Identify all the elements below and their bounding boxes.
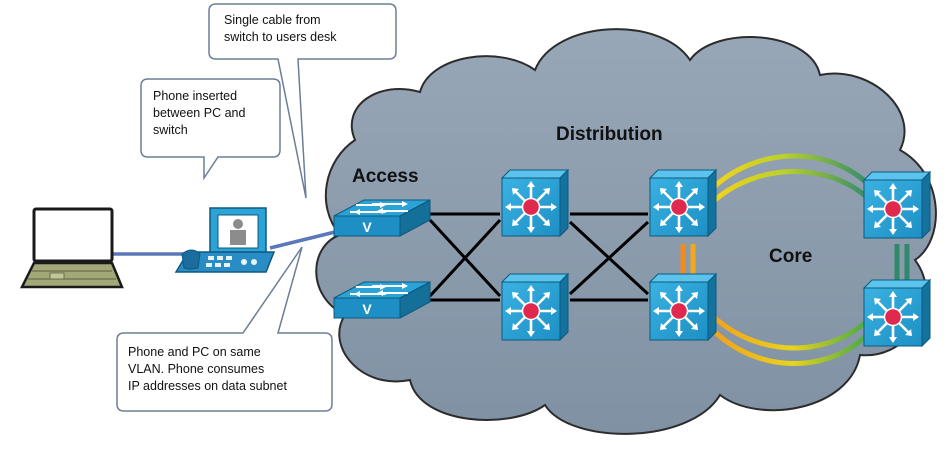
callout-vlan-line-3: IP addresses on data subnet bbox=[128, 379, 287, 393]
callout-vlan-text: Phone and PC on same VLAN. Phone consume… bbox=[128, 344, 287, 395]
multilayer-switch-icon bbox=[862, 170, 932, 240]
access-label: Access bbox=[352, 166, 419, 187]
multilayer-switch-icon bbox=[648, 168, 718, 238]
callout-vlan-line-1: Phone and PC on same bbox=[128, 345, 261, 359]
callout-phone-line-3: switch bbox=[153, 123, 188, 137]
callout-cable-text: Single cable from switch to users desk bbox=[224, 12, 337, 46]
core-label: Core bbox=[769, 246, 813, 267]
callout-cable bbox=[208, 3, 397, 199]
callout-cable-line-1: Single cable from bbox=[224, 13, 321, 27]
multilayer-switch-icon bbox=[862, 278, 932, 348]
callout-vlan bbox=[116, 246, 333, 412]
callout-vlan-line-2: VLAN. Phone consumes bbox=[128, 362, 265, 376]
callout-phone-text: Phone inserted between PC and switch bbox=[153, 88, 245, 139]
multilayer-switch-icon bbox=[500, 272, 570, 342]
ip-phone-icon bbox=[174, 207, 276, 273]
phone-switch-link bbox=[269, 230, 336, 250]
laptop-icon bbox=[19, 207, 124, 289]
distribution-label: Distribution bbox=[556, 124, 663, 145]
multilayer-switch-icon bbox=[648, 272, 718, 342]
access-distribution-links bbox=[428, 212, 650, 302]
callout-phone-line-2: between PC and bbox=[153, 106, 246, 120]
callout-cable-line-2: switch to users desk bbox=[224, 30, 337, 44]
callout-phone-line-1: Phone inserted bbox=[153, 89, 238, 103]
multilayer-switch-icon bbox=[500, 168, 570, 238]
callout-phone bbox=[140, 78, 281, 181]
